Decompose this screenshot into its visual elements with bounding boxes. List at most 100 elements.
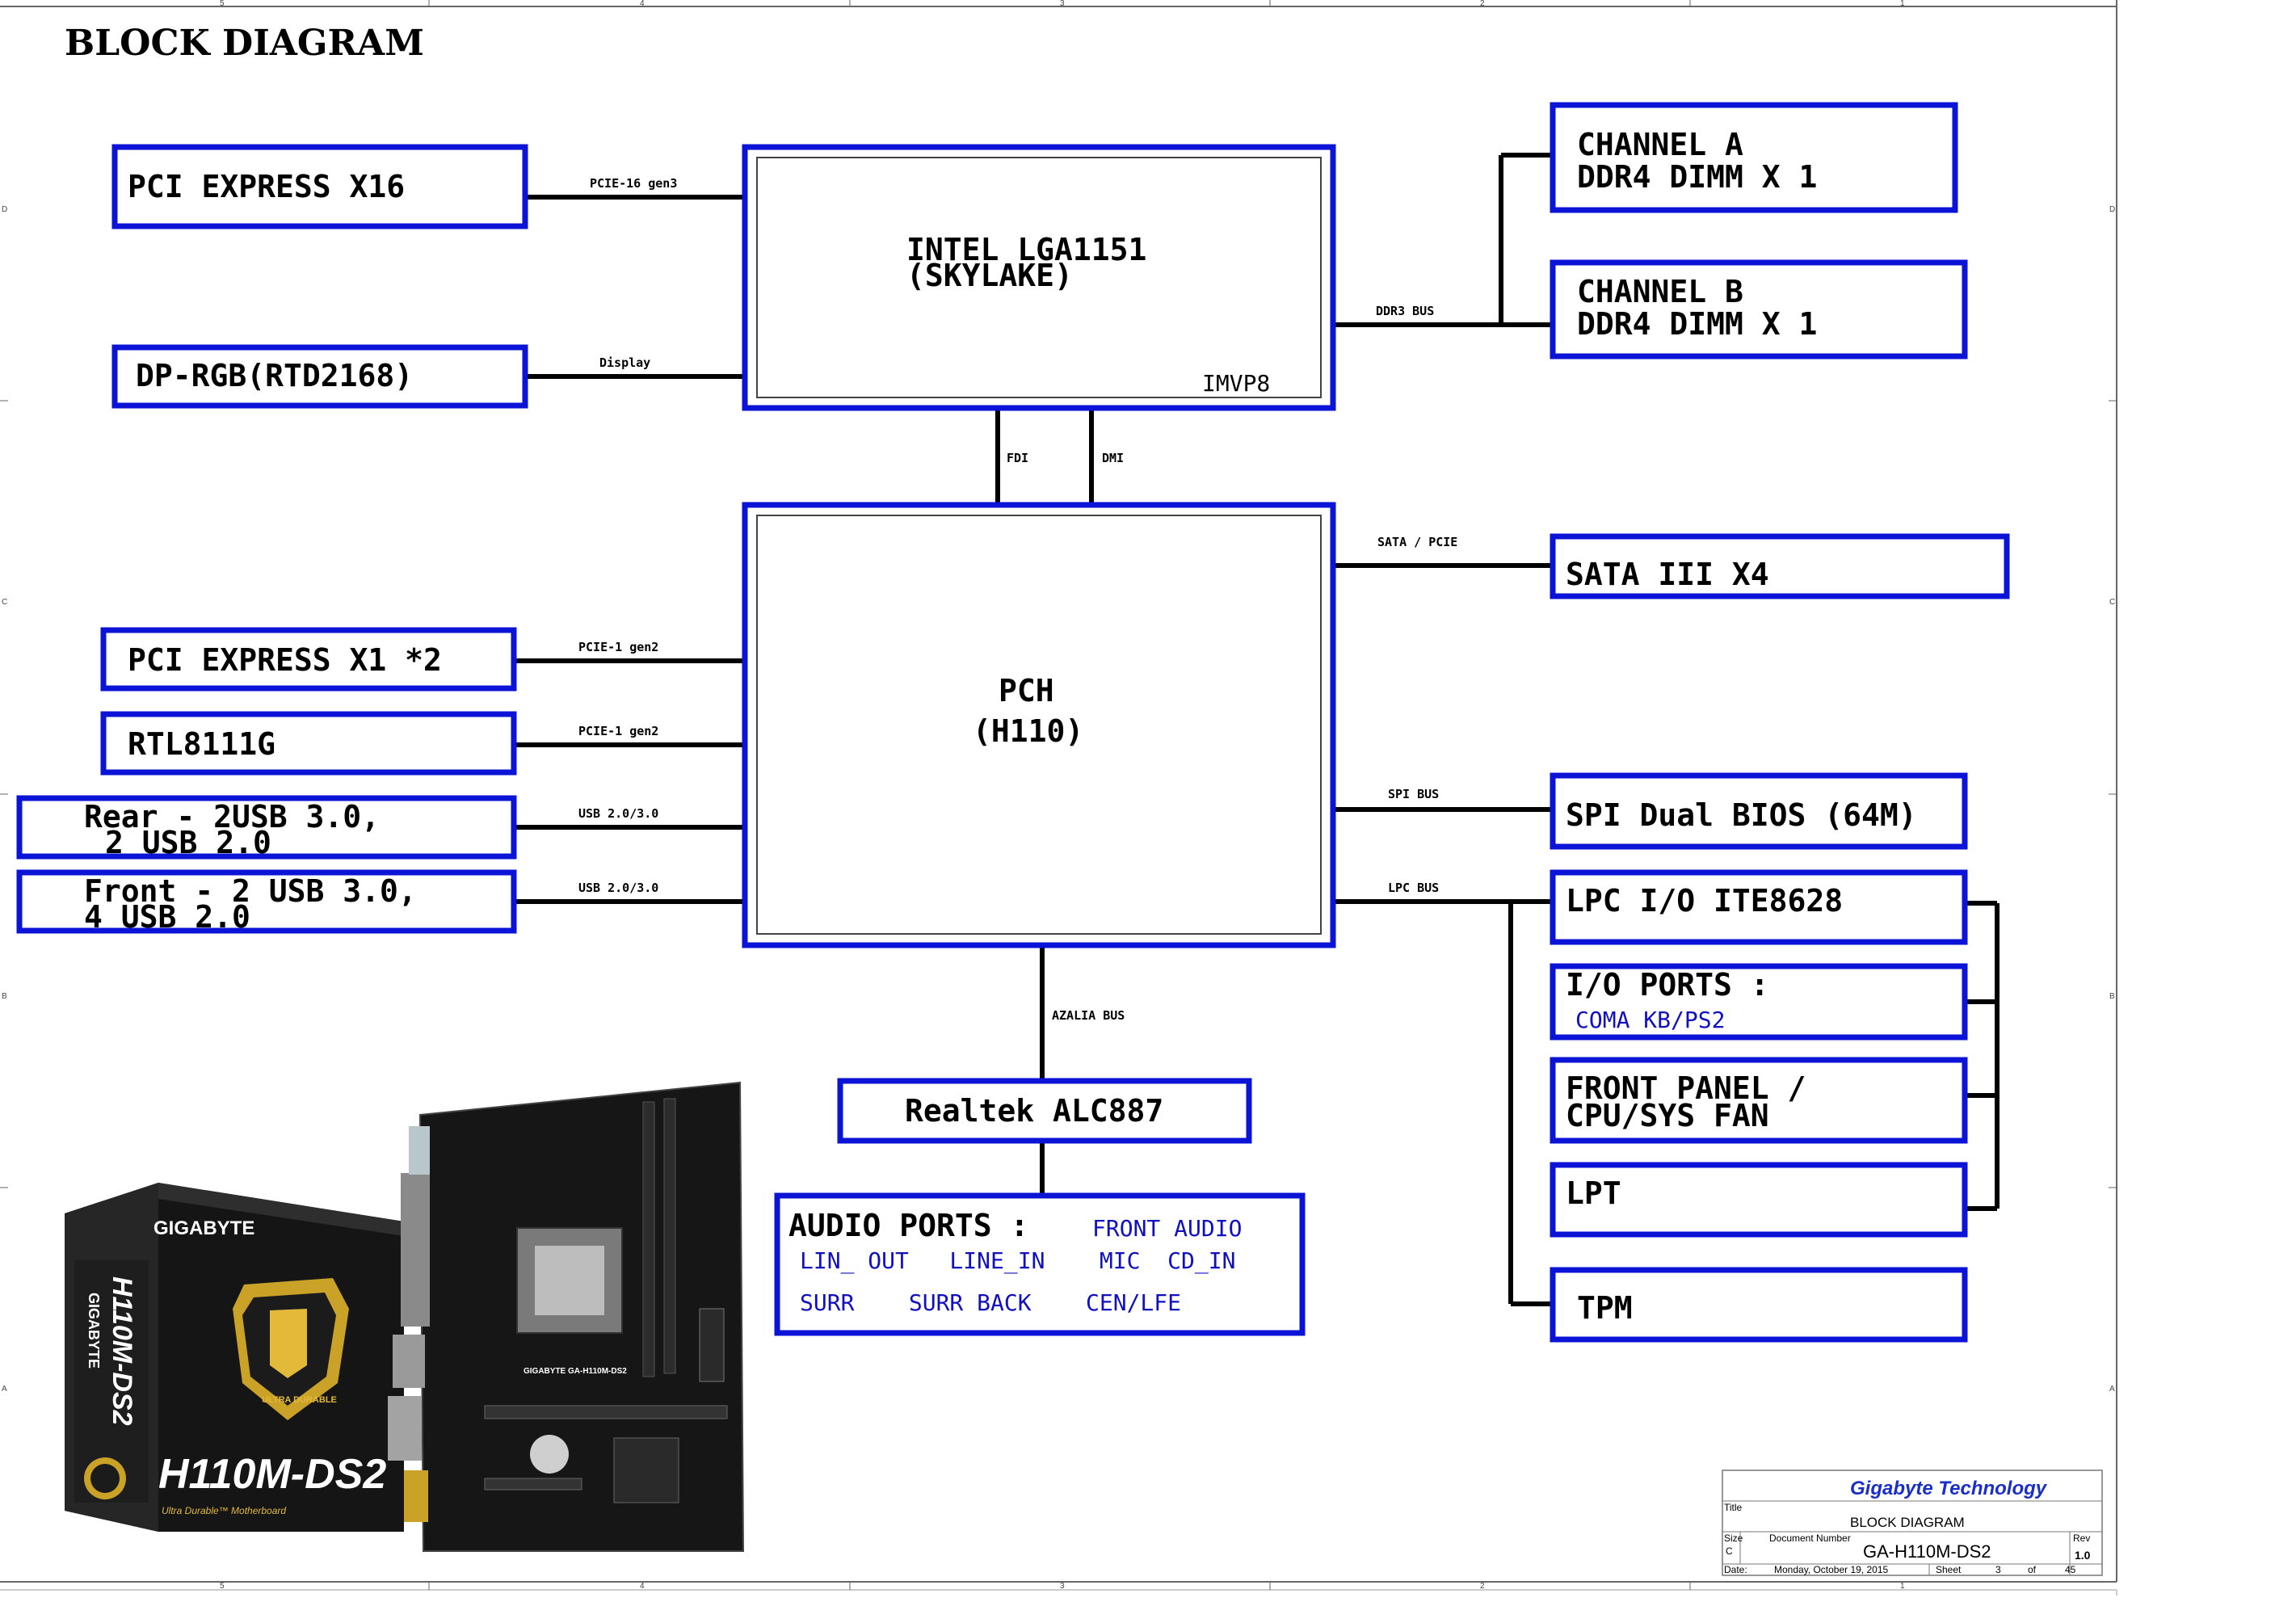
frame-col-1: 1 <box>1900 0 1905 8</box>
bus-label-usb-b: USB 2.0/3.0 <box>578 881 658 895</box>
title-block-sheet-label: Sheet <box>1936 1564 1962 1575</box>
title-block-of-label: of <box>2028 1564 2037 1575</box>
block-front-usb-line1: Front - 2 USB 3.0, <box>84 873 417 909</box>
title-block-docnum-label: Document Number <box>1769 1533 1851 1544</box>
title-block-title-value: BLOCK DIAGRAM <box>1850 1515 1965 1530</box>
block-rtl8111g-label: RTL8111G <box>128 726 275 762</box>
block-audio-row3: SURR SURR BACK CEN/LFE <box>800 1289 1181 1316</box>
block-lpc-io: LPC I/O ITE8628 <box>1550 869 1968 945</box>
frame-col-4: 4 <box>640 0 645 8</box>
block-sata: SATA III X4 <box>1550 533 2010 599</box>
bus-label-dmi: DMI <box>1102 451 1124 465</box>
block-audio-ports-title: AUDIO PORTS : <box>788 1208 1028 1243</box>
frame-row-d-right: D <box>2109 205 2115 214</box>
block-spi-bios-label: SPI Dual BIOS (64M) <box>1566 797 1917 833</box>
block-io-ports: I/O PORTS : COMA KB/PS2 <box>1550 963 1968 1041</box>
block-tpm-label: TPM <box>1577 1290 1633 1326</box>
block-lpt-label: LPT <box>1566 1175 1621 1211</box>
block-io-ports-items: COMA KB/PS2 <box>1575 1007 1725 1033</box>
product-box-model: H110M-DS2 <box>158 1451 386 1498</box>
block-front-panel-line2: CPU/SYS FAN <box>1566 1098 1769 1133</box>
title-block-date-label: Date: <box>1724 1564 1747 1575</box>
block-pcie-x16: PCI EXPRESS X16 <box>111 144 528 229</box>
title-block-company: Gigabyte Technology <box>1850 1478 2048 1499</box>
block-spi-bios: SPI Dual BIOS (64M) <box>1550 772 1968 850</box>
title-block-rev-label: Rev <box>2073 1533 2090 1544</box>
product-box-tagline: Ultra Durable™ Motherboard <box>162 1505 286 1516</box>
frame-col-1-bottom: 1 <box>1900 1582 1905 1591</box>
block-cpu: INTEL LGA1151 (SKYLAKE) IMVP8 <box>742 144 1336 411</box>
frame-col-3: 3 <box>1060 0 1065 8</box>
page-title: BLOCK DIAGRAM <box>65 23 424 64</box>
block-audio-row2: LIN_ OUT LINE_IN MIC CD_IN <box>800 1247 1235 1275</box>
bus-label-ddr3: DDR3 BUS <box>1376 304 1434 318</box>
product-box-side-model: H110M-DS2 <box>107 1276 137 1426</box>
frame-row-d: D <box>2 205 7 214</box>
block-cpu-line2: (SKYLAKE) <box>906 258 1073 293</box>
title-block: Gigabyte Technology Title BLOCK DIAGRAM … <box>1722 1470 2103 1576</box>
block-rtl8111g: RTL8111G <box>100 711 517 776</box>
frame-row-b-right: B <box>2109 992 2115 1001</box>
frame-col-2-bottom: 2 <box>1480 1582 1485 1591</box>
bus-label-fdi: FDI <box>1007 451 1028 465</box>
frame-col-2: 2 <box>1480 0 1485 8</box>
block-channel-a: CHANNEL A DDR4 DIMM X 1 <box>1550 102 1958 213</box>
block-pch-line2: (H110) <box>973 713 1083 749</box>
bus-label-lpc: LPC BUS <box>1388 881 1439 895</box>
frame-row-c-right: C <box>2109 598 2115 607</box>
block-channel-b-line2: DDR4 DIMM X 1 <box>1577 306 1817 342</box>
frame-col-5: 5 <box>220 0 225 8</box>
title-block-date-value: Monday, October 19, 2015 <box>1774 1564 1889 1575</box>
bus-label-spi: SPI BUS <box>1388 787 1439 801</box>
bus-labels: PCIE-16 gen3 Display DDR3 BUS FDI DMI SA… <box>578 176 1457 1023</box>
block-pch-line1: PCH <box>999 673 1054 708</box>
title-block-title-label: Title <box>1724 1502 1743 1513</box>
title-block-size-label: Size <box>1724 1533 1743 1544</box>
block-lpt: LPT <box>1550 1162 1968 1238</box>
block-rear-usb: Rear - 2USB 3.0, 2 USB 2.0 <box>16 795 517 860</box>
block-channel-b-line1: CHANNEL B <box>1577 274 1743 309</box>
bus-label-sata-pcie: SATA / PCIE <box>1377 535 1457 549</box>
wires <box>514 153 2000 1306</box>
bus-label-display: Display <box>599 355 650 370</box>
block-rear-usb-line2: 2 USB 2.0 <box>105 825 271 860</box>
frame-col-5-bottom: 5 <box>220 1582 225 1591</box>
block-audio-ports: AUDIO PORTS : FRONT AUDIO LIN_ OUT LINE_… <box>774 1192 1306 1336</box>
block-pcie-x1: PCI EXPRESS X1 *2 <box>100 627 517 692</box>
block-io-ports-title: I/O PORTS : <box>1566 967 1769 1003</box>
frame-row-a-right: A <box>2109 1385 2115 1394</box>
block-front-panel-line1: FRONT PANEL / <box>1566 1070 1806 1106</box>
block-lpc-io-label: LPC I/O ITE8628 <box>1566 883 1843 919</box>
block-cpu-vr: IMVP8 <box>1202 370 1270 397</box>
bus-label-pcie1-b: PCIE-1 gen2 <box>578 724 658 738</box>
block-sata-label: SATA III X4 <box>1566 557 1769 592</box>
block-channel-b: CHANNEL B DDR4 DIMM X 1 <box>1550 259 1968 359</box>
frame-col-3-bottom: 3 <box>1060 1582 1065 1591</box>
product-box-badge: ULTRA DURABLE <box>262 1395 337 1405</box>
block-dp-rgb-label: DP-RGB(RTD2168) <box>136 358 413 393</box>
block-pcie-x1-label: PCI EXPRESS X1 *2 <box>128 642 442 678</box>
product-box-brand: GIGABYTE <box>153 1217 254 1239</box>
bus-label-pcie1-a: PCIE-1 gen2 <box>578 640 658 654</box>
block-front-usb: Front - 2 USB 3.0, 4 USB 2.0 <box>16 869 517 935</box>
bus-label-usb-a: USB 2.0/3.0 <box>578 806 658 821</box>
title-block-rev-value: 1.0 <box>2075 1549 2091 1562</box>
block-cpu-line1: INTEL LGA1151 <box>906 232 1146 267</box>
block-realtek-label: Realtek ALC887 <box>905 1093 1163 1129</box>
bus-label-azalia: AZALIA BUS <box>1052 1008 1125 1023</box>
block-dp-rgb: DP-RGB(RTD2168) <box>111 344 528 409</box>
block-realtek: Realtek ALC887 <box>837 1078 1252 1144</box>
frame-row-c: C <box>2 598 7 607</box>
title-block-size-value: C <box>1726 1545 1733 1557</box>
title-block-sheet-value: 3 <box>1995 1564 2001 1575</box>
product-box-side-brand: GIGABYTE <box>86 1293 102 1369</box>
motherboard-label: GIGABYTE GA-H110M-DS2 <box>524 1367 627 1376</box>
block-pcie-x16-label: PCI EXPRESS X16 <box>128 169 405 204</box>
frame-row-b: B <box>2 992 7 1001</box>
block-front-panel: FRONT PANEL / CPU/SYS FAN <box>1550 1057 1968 1144</box>
block-channel-a-line2: DDR4 DIMM X 1 <box>1577 159 1817 195</box>
title-block-docnum-value: GA-H110M-DS2 <box>1863 1541 1991 1562</box>
block-front-usb-line2: 4 USB 2.0 <box>84 899 250 935</box>
sheet-frame: 5 4 3 2 1 5 4 3 2 1 D C B A D C B A <box>0 0 2117 1596</box>
